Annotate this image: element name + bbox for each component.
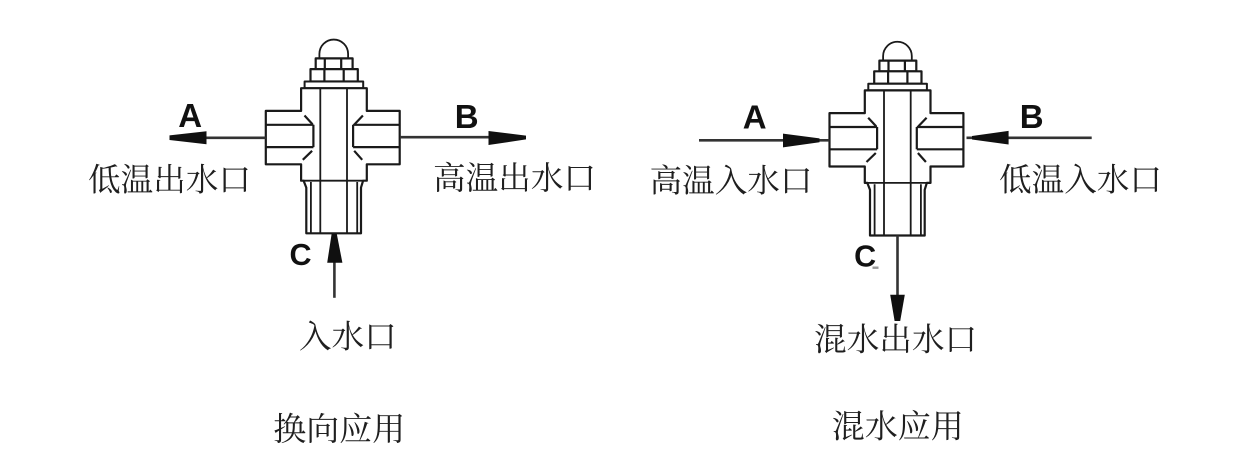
svg-text:C: C bbox=[854, 239, 876, 273]
svg-text:B: B bbox=[455, 98, 479, 135]
svg-text:A: A bbox=[178, 97, 202, 134]
svg-text:B: B bbox=[1020, 98, 1044, 135]
svg-text:C: C bbox=[290, 238, 312, 272]
svg-text:A: A bbox=[743, 99, 767, 136]
